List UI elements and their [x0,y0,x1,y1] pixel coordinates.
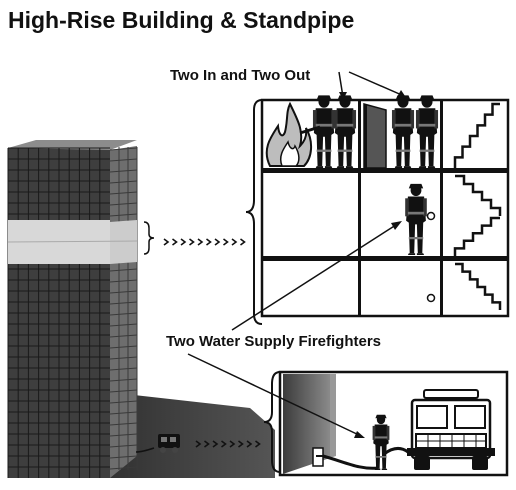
chevron-dot [189,238,195,246]
attack-hose-nozzle [299,125,321,135]
staircase-icon [453,102,502,310]
chevron-dot [255,440,261,448]
building-shadow [10,395,275,478]
chevron-dot [223,238,229,246]
fire-engine-small-icon [135,434,180,453]
dotted-arrow-upper [163,238,246,246]
standpipe-outlet-icon [426,211,436,303]
chevron-dot [246,440,253,448]
brace-panel-upper [245,99,263,325]
chevron-dot [221,440,227,448]
chevron-dot [195,440,202,448]
chevron-dot [212,440,219,448]
dotted-arrow-lower [195,440,261,448]
chevron-dot [204,440,210,448]
page-title: High-Rise Building & Standpipe [8,7,354,33]
two-in-two-out-callout: Two In and Two Out [170,67,407,100]
chevron-dot [214,238,221,246]
connector-to-upper-panel [143,99,263,325]
chevron-dot [206,238,212,246]
fire-department-connection-icon [312,447,324,467]
two-water-supply-callout: Two Water Supply Firefighters [166,221,402,438]
fire-icon [265,101,312,167]
chevron-dot [238,440,244,448]
fire-engine-icon [407,389,495,470]
connector-to-lower-panel [195,371,281,473]
high-rise-building [7,140,275,478]
chevron-dot [240,238,246,246]
chevron-dot [172,238,178,246]
label-two-water-supply-firefighters: Two Water Supply Firefighters [166,333,381,350]
water-supply-panel [278,370,509,477]
label-two-in-two-out: Two In and Two Out [170,67,310,84]
chevron-dot [197,238,204,246]
chevron-dot [163,238,170,246]
chevron-dot [229,440,236,448]
chevron-dot [231,238,238,246]
interior-floors-panel [260,95,510,318]
brace-left [143,221,155,255]
brace-panel-lower [263,371,281,473]
chevron-dot [180,238,187,246]
door-icon [363,103,387,169]
